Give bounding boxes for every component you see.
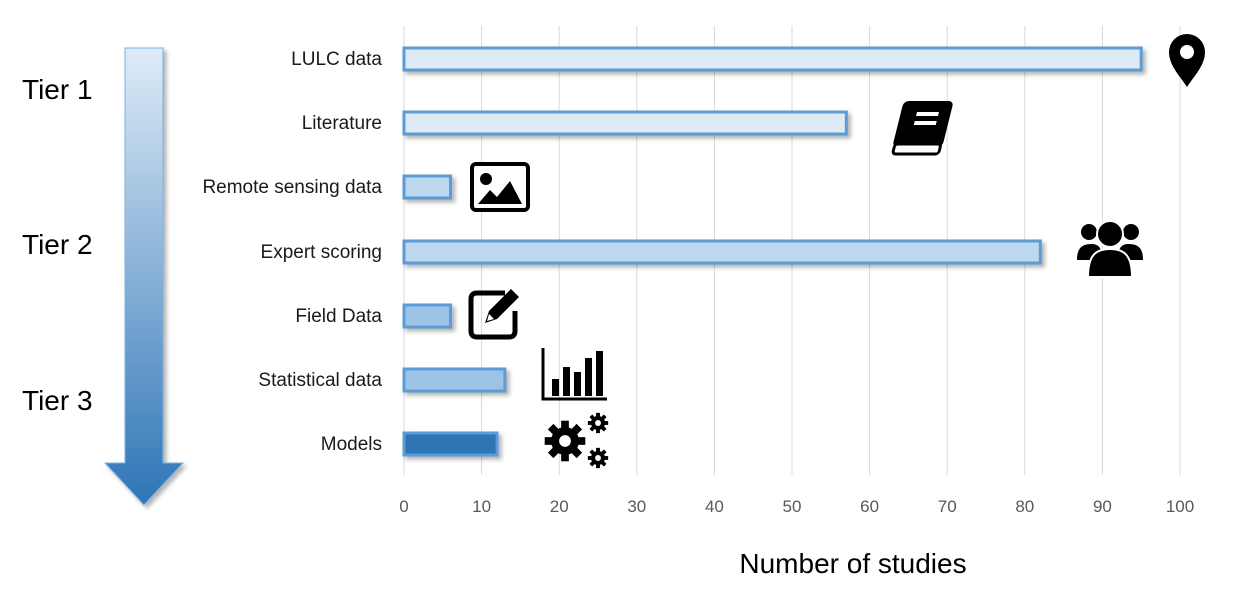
x-axis-title: Number of studies: [739, 548, 966, 579]
category-label: LULC data: [291, 49, 382, 70]
category-label: Models: [321, 434, 382, 455]
image-icon: [470, 162, 530, 212]
bar-remote-sensing-data: [402, 174, 453, 200]
x-tick-label: 0: [399, 497, 408, 516]
bar-statistical-data: [402, 367, 507, 393]
bar-field-data: [402, 303, 453, 329]
x-tick-label: 20: [550, 497, 569, 516]
x-tick-label: 90: [1093, 497, 1112, 516]
map-pin-icon: [1169, 34, 1205, 87]
category-label: Literature: [302, 113, 382, 134]
tier-arrow: [103, 47, 185, 506]
x-tick-label: 100: [1166, 497, 1194, 516]
x-tick-label: 30: [627, 497, 646, 516]
x-tick-label: 70: [938, 497, 957, 516]
bar-models: [402, 431, 499, 457]
bar-lulc-data: [402, 46, 1143, 72]
x-tick-label: 50: [783, 497, 802, 516]
bars: [402, 46, 1143, 457]
x-tick-label: 10: [472, 497, 491, 516]
x-tick-label: 60: [860, 497, 879, 516]
edit-icon: [468, 289, 519, 340]
bar-expert-scoring: [402, 239, 1042, 265]
category-label: Remote sensing data: [202, 177, 382, 198]
tier-label-2: Tier 2: [22, 229, 93, 260]
category-label: Field Data: [295, 306, 382, 327]
users-icon: [1077, 220, 1143, 278]
bar-literature: [402, 110, 848, 136]
tier-label-1: Tier 1: [22, 74, 93, 105]
tier-label-3: Tier 3: [22, 385, 93, 416]
category-label: Expert scoring: [261, 242, 382, 263]
gears-icon: [544, 412, 609, 469]
category-label: Statistical data: [258, 370, 382, 391]
x-tick-label: 80: [1015, 497, 1034, 516]
x-tick-labels: 0 10 20 30 40 50 60 70 80 90 100: [399, 497, 1194, 516]
book-icon: [891, 101, 953, 156]
bar-chart-icon: [541, 348, 607, 401]
x-tick-label: 40: [705, 497, 724, 516]
